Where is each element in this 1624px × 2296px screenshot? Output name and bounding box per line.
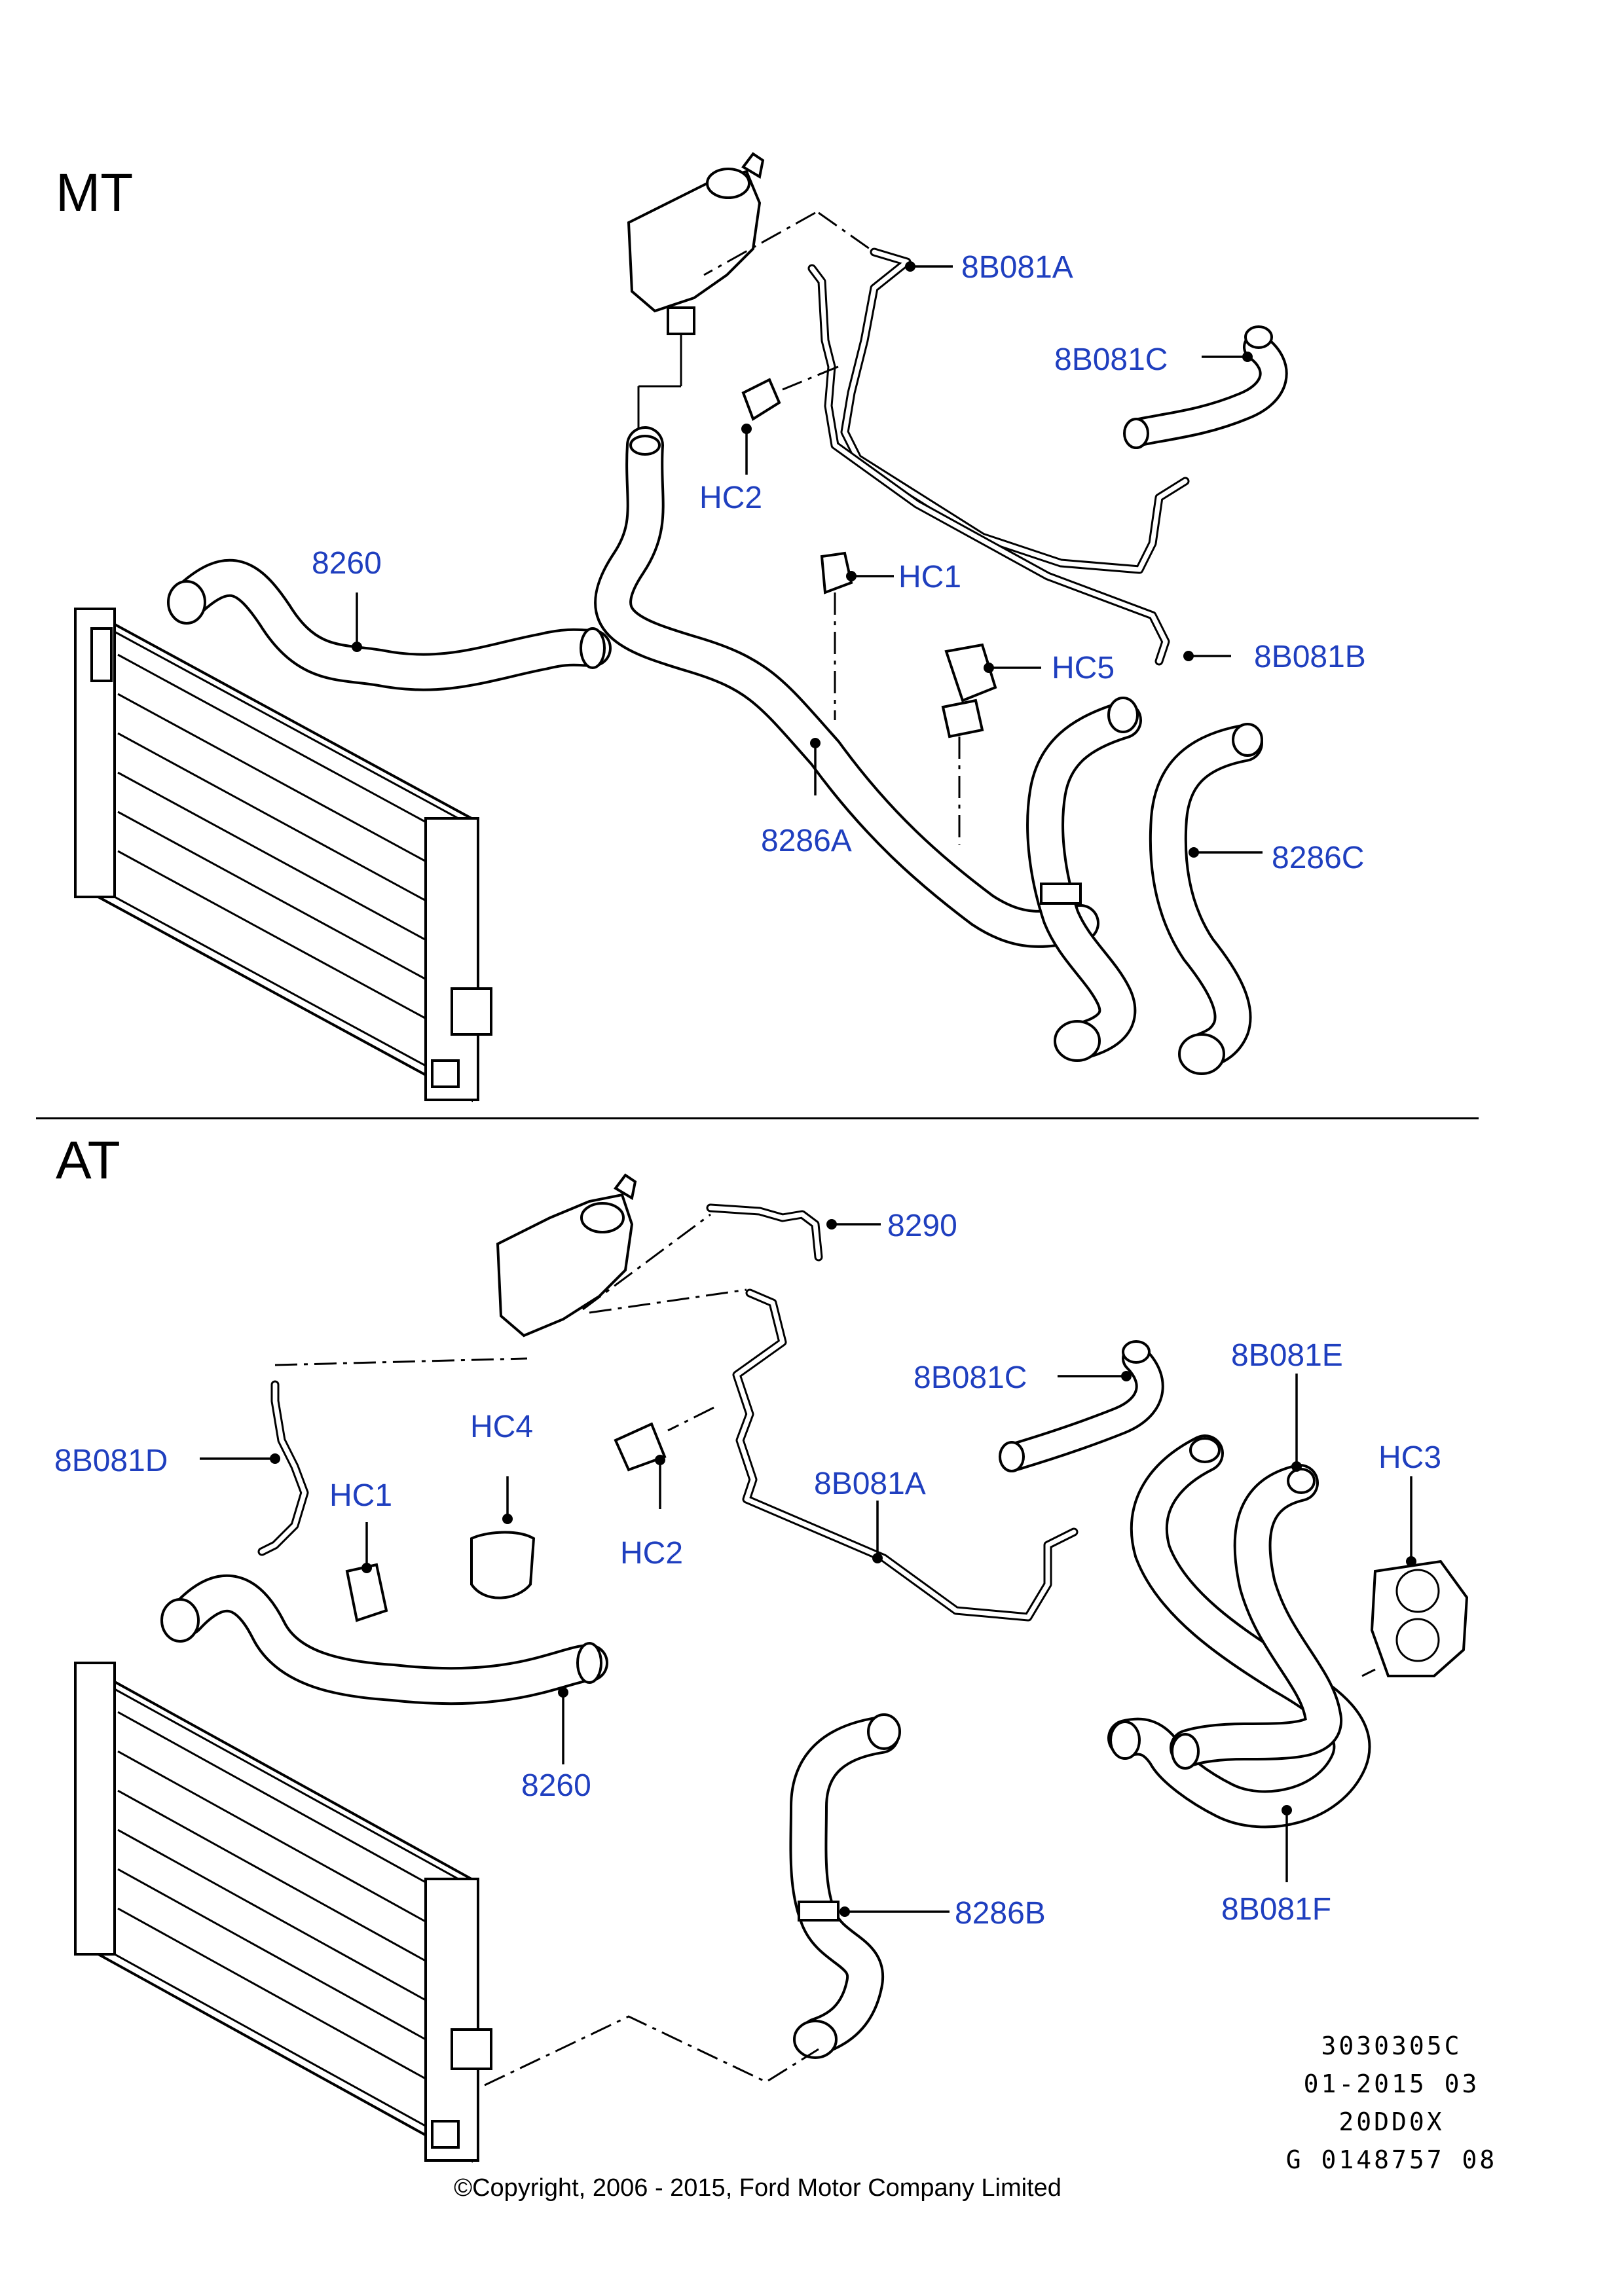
at-dash-lines [274, 1213, 1376, 2086]
mt-hose-8286A [594, 426, 1099, 948]
mt-hose-8286C [1149, 723, 1263, 1075]
at-pipe-8B081D [257, 1380, 309, 1556]
mt-clips [741, 378, 997, 738]
at-hose-8B081F [1107, 1434, 1371, 1829]
at-thermostat-housing [1370, 1559, 1469, 1677]
at-radiator [74, 1662, 492, 2163]
mt-hose-8260 [167, 558, 612, 691]
copyright-notice: ©Copyright, 2006 - 2015, Ford Motor Comp… [454, 2174, 1061, 2202]
mt-leaders [352, 261, 1263, 858]
mt-expansion-tank [627, 152, 765, 439]
callout-mt-8B081A[interactable]: 8B081A [961, 250, 1073, 285]
at-expansion-tank [496, 1173, 637, 1338]
callout-at-8286B[interactable]: 8286B [955, 1896, 1046, 1931]
callout-mt-HC2[interactable]: HC2 [699, 481, 762, 515]
callout-mt-8286A[interactable]: 8286A [761, 824, 852, 858]
section-title-at: AT [56, 1131, 120, 1190]
at-hose-8260 [160, 1574, 608, 1705]
callout-at-8290[interactable]: 8290 [887, 1209, 957, 1243]
section-title-mt: MT [56, 163, 133, 223]
at-leaders [200, 1219, 1416, 1917]
callout-at-8B081E[interactable]: 8B081E [1231, 1338, 1343, 1373]
at-hose-8B081E [1170, 1464, 1342, 1770]
mt-hose-8B081C [1123, 325, 1288, 449]
callout-mt-8B081B[interactable]: 8B081B [1254, 640, 1366, 674]
mt-radiator [74, 608, 492, 1102]
mt-pipe-8B081B [807, 264, 1170, 666]
at-hose-8286B [789, 1713, 901, 2059]
reference-codes: 3030305C 01-2015 03 20DD0X G 0148757 08 [1286, 2032, 1498, 2174]
callout-mt-8B081C[interactable]: 8B081C [1054, 342, 1168, 377]
mt-pipe-8B081A [840, 247, 1190, 574]
at-pipe-8290 [706, 1203, 823, 1262]
ref-code-1: 3030305C [1321, 2032, 1462, 2060]
callout-at-8B081D[interactable]: 8B081D [54, 1444, 168, 1478]
callout-at-HC3[interactable]: HC3 [1378, 1440, 1441, 1475]
mt-hose-right-1 [1026, 697, 1142, 1062]
callout-at-HC1[interactable]: HC1 [329, 1478, 392, 1513]
ref-code-4: G 0148757 08 [1286, 2145, 1498, 2174]
at-clips [345, 1422, 667, 1622]
callout-at-8B081A[interactable]: 8B081A [814, 1467, 926, 1501]
callout-mt-HC5[interactable]: HC5 [1052, 651, 1115, 685]
ref-code-2: 01-2015 03 [1304, 2069, 1480, 2098]
callout-at-HC4[interactable]: HC4 [470, 1410, 533, 1444]
callout-mt-8260[interactable]: 8260 [312, 546, 382, 581]
callout-at-8260[interactable]: 8260 [521, 1768, 591, 1803]
ref-code-3: 20DD0X [1338, 2107, 1444, 2136]
callout-at-8B081C[interactable]: 8B081C [913, 1360, 1027, 1395]
mt-dash-lines [703, 211, 961, 845]
callout-at-HC2[interactable]: HC2 [620, 1536, 683, 1571]
callout-mt-8286C[interactable]: 8286C [1272, 841, 1364, 875]
callout-mt-HC1[interactable]: HC1 [898, 560, 961, 594]
callout-at-8B081F[interactable]: 8B081F [1221, 1892, 1331, 1927]
at-hose-8B081C [999, 1340, 1164, 1472]
at-pipe-8B081A [732, 1288, 1079, 1622]
